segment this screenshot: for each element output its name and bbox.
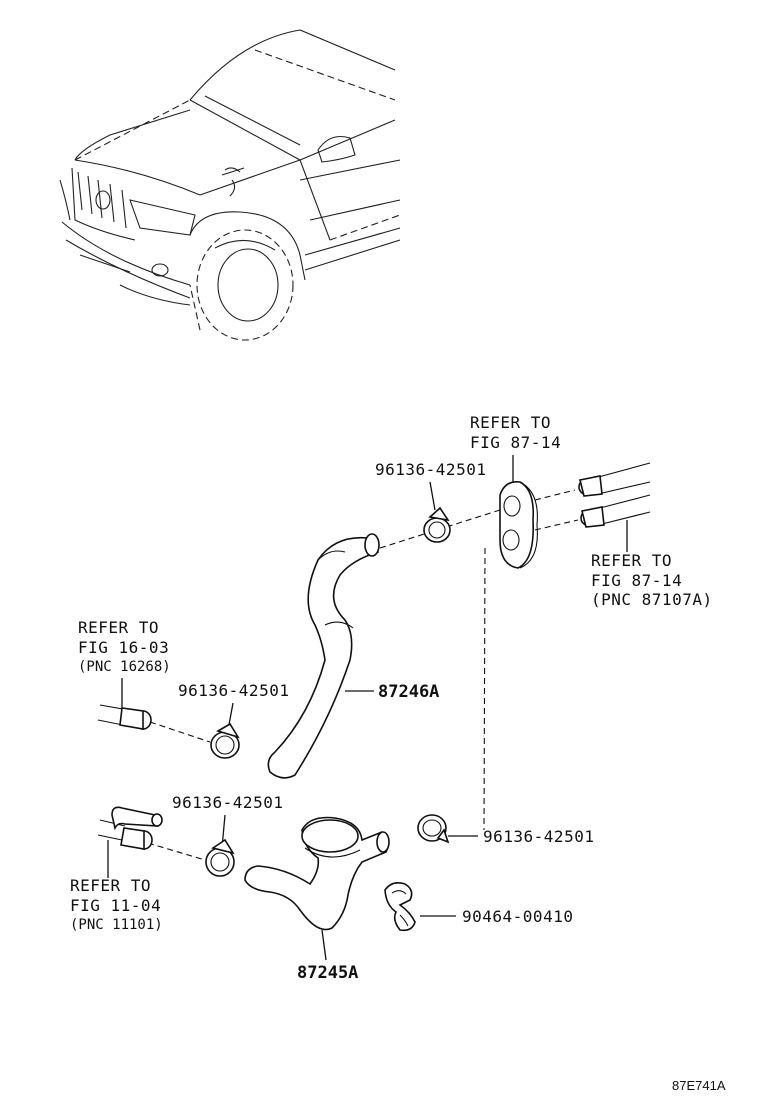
heater-pipe-left-lower [97,806,163,850]
refer-left-line1: REFER TO [78,618,159,637]
illustration-code: 87E741A [672,1078,726,1093]
refer-left-line3: (PNC 16268) [78,659,171,675]
assembly-line-right [483,547,486,831]
hose-87246a [267,533,380,779]
leader-hose-lower [321,929,327,961]
refer-right-line3: (PNC 87107A) [591,590,713,609]
part-number-hose-upper: 87246A [378,682,439,702]
part-number-clamp-left-upper: 96136-42501 [178,681,289,700]
part-number-clip: 90464-00410 [462,907,573,926]
grommet [499,480,538,569]
refer-bottom-line3: (PNC 11101) [70,917,163,933]
assembly-line-pipe-upper [534,489,576,501]
hose-87245a [244,816,390,931]
leader-clamp-top [429,481,436,511]
heater-pipes-right [578,462,651,528]
assembly-line-left-lower [147,842,206,861]
clamp-top-icon [423,506,451,543]
heater-pipe-left-upper [97,704,152,730]
part-number-clamp-right-lower: 96136-42501 [483,827,594,846]
assembly-line-left-upper [149,721,211,743]
clip-icon [384,882,416,932]
part-number-clamp-top: 96136-42501 [375,460,486,479]
refer-bottom-line2: FIG 11-04 [70,896,161,915]
refer-bottom-line1: REFER TO [70,876,151,895]
part-number-clamp-left-lower: 96136-42501 [172,793,283,812]
refer-top-line1: REFER TO [470,413,551,432]
assembly-line-pipe-lower [534,519,579,531]
refer-left-line2: FIG 16-03 [78,638,169,657]
refer-top-line2: FIG 87-14 [470,433,561,452]
clamp-right-lower-icon [417,814,450,844]
clamp-left-lower-icon [205,838,235,877]
clamp-left-upper-icon [210,722,240,759]
vehicle-overview-illustration [59,29,401,341]
refer-right-line2: FIG 87-14 [591,571,682,590]
part-number-hose-lower: 87245A [297,963,358,983]
refer-right-line1: REFER TO [591,551,672,570]
